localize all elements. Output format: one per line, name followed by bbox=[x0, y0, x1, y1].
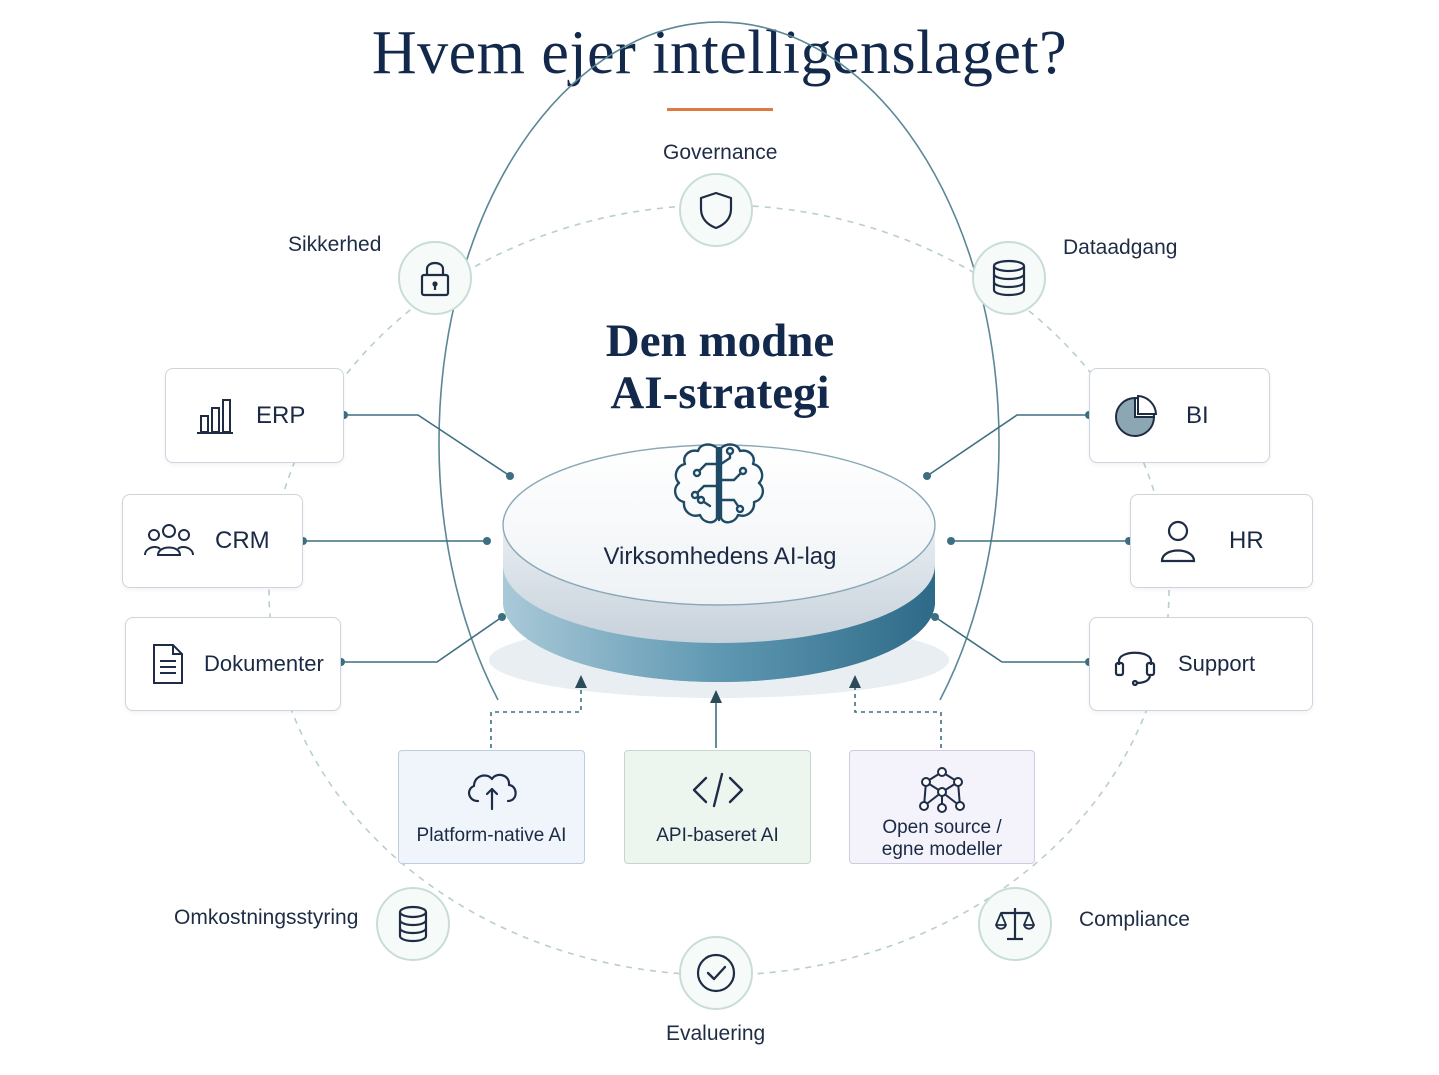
shield-icon bbox=[699, 191, 733, 230]
system-card-dokumenter: Dokumenter bbox=[125, 617, 341, 711]
approach-api: API-baseret AI bbox=[624, 750, 811, 864]
approach-label-open-source: Open source / egne modeller bbox=[882, 817, 1002, 861]
ring-label-compliance: Compliance bbox=[1079, 908, 1190, 931]
ring-label-dataadgang: Dataadgang bbox=[1063, 236, 1178, 259]
person-icon bbox=[1155, 519, 1201, 563]
connector-erp bbox=[344, 414, 511, 477]
bar-chart-icon bbox=[190, 396, 240, 436]
connector-platform bbox=[490, 685, 582, 748]
disk-top bbox=[502, 444, 936, 606]
scale-icon bbox=[995, 908, 1035, 941]
approach-label-api: API-baseret AI bbox=[656, 825, 779, 846]
ring-label-governance: Governance bbox=[663, 141, 778, 164]
cloud-upload-icon bbox=[462, 765, 522, 815]
ring-label-evaluering: Evaluering bbox=[666, 1022, 766, 1045]
ring-node-compliance bbox=[978, 887, 1052, 961]
code-icon bbox=[690, 765, 746, 815]
approach-label-open-source-line2: egne modeller bbox=[881, 839, 1003, 860]
system-card-hr: HR bbox=[1130, 494, 1313, 588]
ring-node-evaluering bbox=[679, 936, 753, 1010]
check-circle-icon bbox=[696, 953, 736, 993]
system-card-crm: CRM bbox=[122, 494, 303, 588]
center-heading-line2: AI-strategi bbox=[610, 367, 830, 419]
system-card-support: Support bbox=[1089, 617, 1313, 711]
arrow-api bbox=[710, 690, 722, 703]
connector-dokumenter bbox=[341, 616, 503, 663]
system-label-dokumenter: Dokumenter bbox=[204, 651, 324, 676]
center-heading: Den modne AI-strategi bbox=[520, 315, 920, 419]
network-icon bbox=[916, 765, 968, 815]
headset-icon bbox=[1112, 641, 1158, 687]
page-title: Hvem ejer intelligenslaget? bbox=[371, 19, 1068, 87]
arrow-platform bbox=[575, 675, 587, 688]
people-icon bbox=[143, 521, 195, 561]
system-label-support: Support bbox=[1178, 651, 1256, 676]
ring-node-omkostningsstyring bbox=[376, 887, 450, 961]
dome-outline bbox=[438, 21, 1000, 701]
database-icon bbox=[992, 259, 1026, 297]
approach-open-source: Open source / egne modeller bbox=[849, 750, 1035, 864]
system-label-crm: CRM bbox=[215, 527, 270, 554]
coin-stack-icon bbox=[398, 905, 428, 943]
title-accent-rule bbox=[667, 108, 773, 111]
ring-node-governance bbox=[679, 173, 753, 247]
center-heading-line1: Den modne bbox=[605, 315, 835, 367]
connector-support bbox=[934, 616, 1089, 663]
ring-node-sikkerhed bbox=[398, 241, 472, 315]
approach-label-open-source-line1: Open source / bbox=[882, 817, 1002, 838]
connector-opensource bbox=[854, 685, 942, 748]
ring-node-dataadgang bbox=[972, 241, 1046, 315]
ring-label-sikkerhed: Sikkerhed bbox=[288, 233, 382, 256]
ring-label-omkostningsstyring: Omkostningsstyring bbox=[174, 906, 359, 929]
system-card-erp: ERP bbox=[165, 368, 344, 463]
system-label-bi: BI bbox=[1186, 401, 1209, 429]
system-card-bi: BI bbox=[1089, 368, 1270, 463]
brain-circuit-icon bbox=[664, 440, 774, 535]
ai-layer-label: Virksomhedens AI-lag bbox=[603, 543, 837, 570]
pie-chart-icon bbox=[1112, 393, 1160, 439]
system-label-erp: ERP bbox=[256, 401, 306, 429]
approach-label-platform-native: Platform-native AI bbox=[416, 825, 567, 846]
approach-platform-native: Platform-native AI bbox=[398, 750, 585, 864]
lock-icon bbox=[420, 261, 450, 297]
connector-bi bbox=[926, 414, 1089, 477]
arrow-opensource bbox=[849, 675, 861, 688]
document-icon bbox=[148, 642, 188, 686]
system-label-hr: HR bbox=[1229, 527, 1264, 554]
